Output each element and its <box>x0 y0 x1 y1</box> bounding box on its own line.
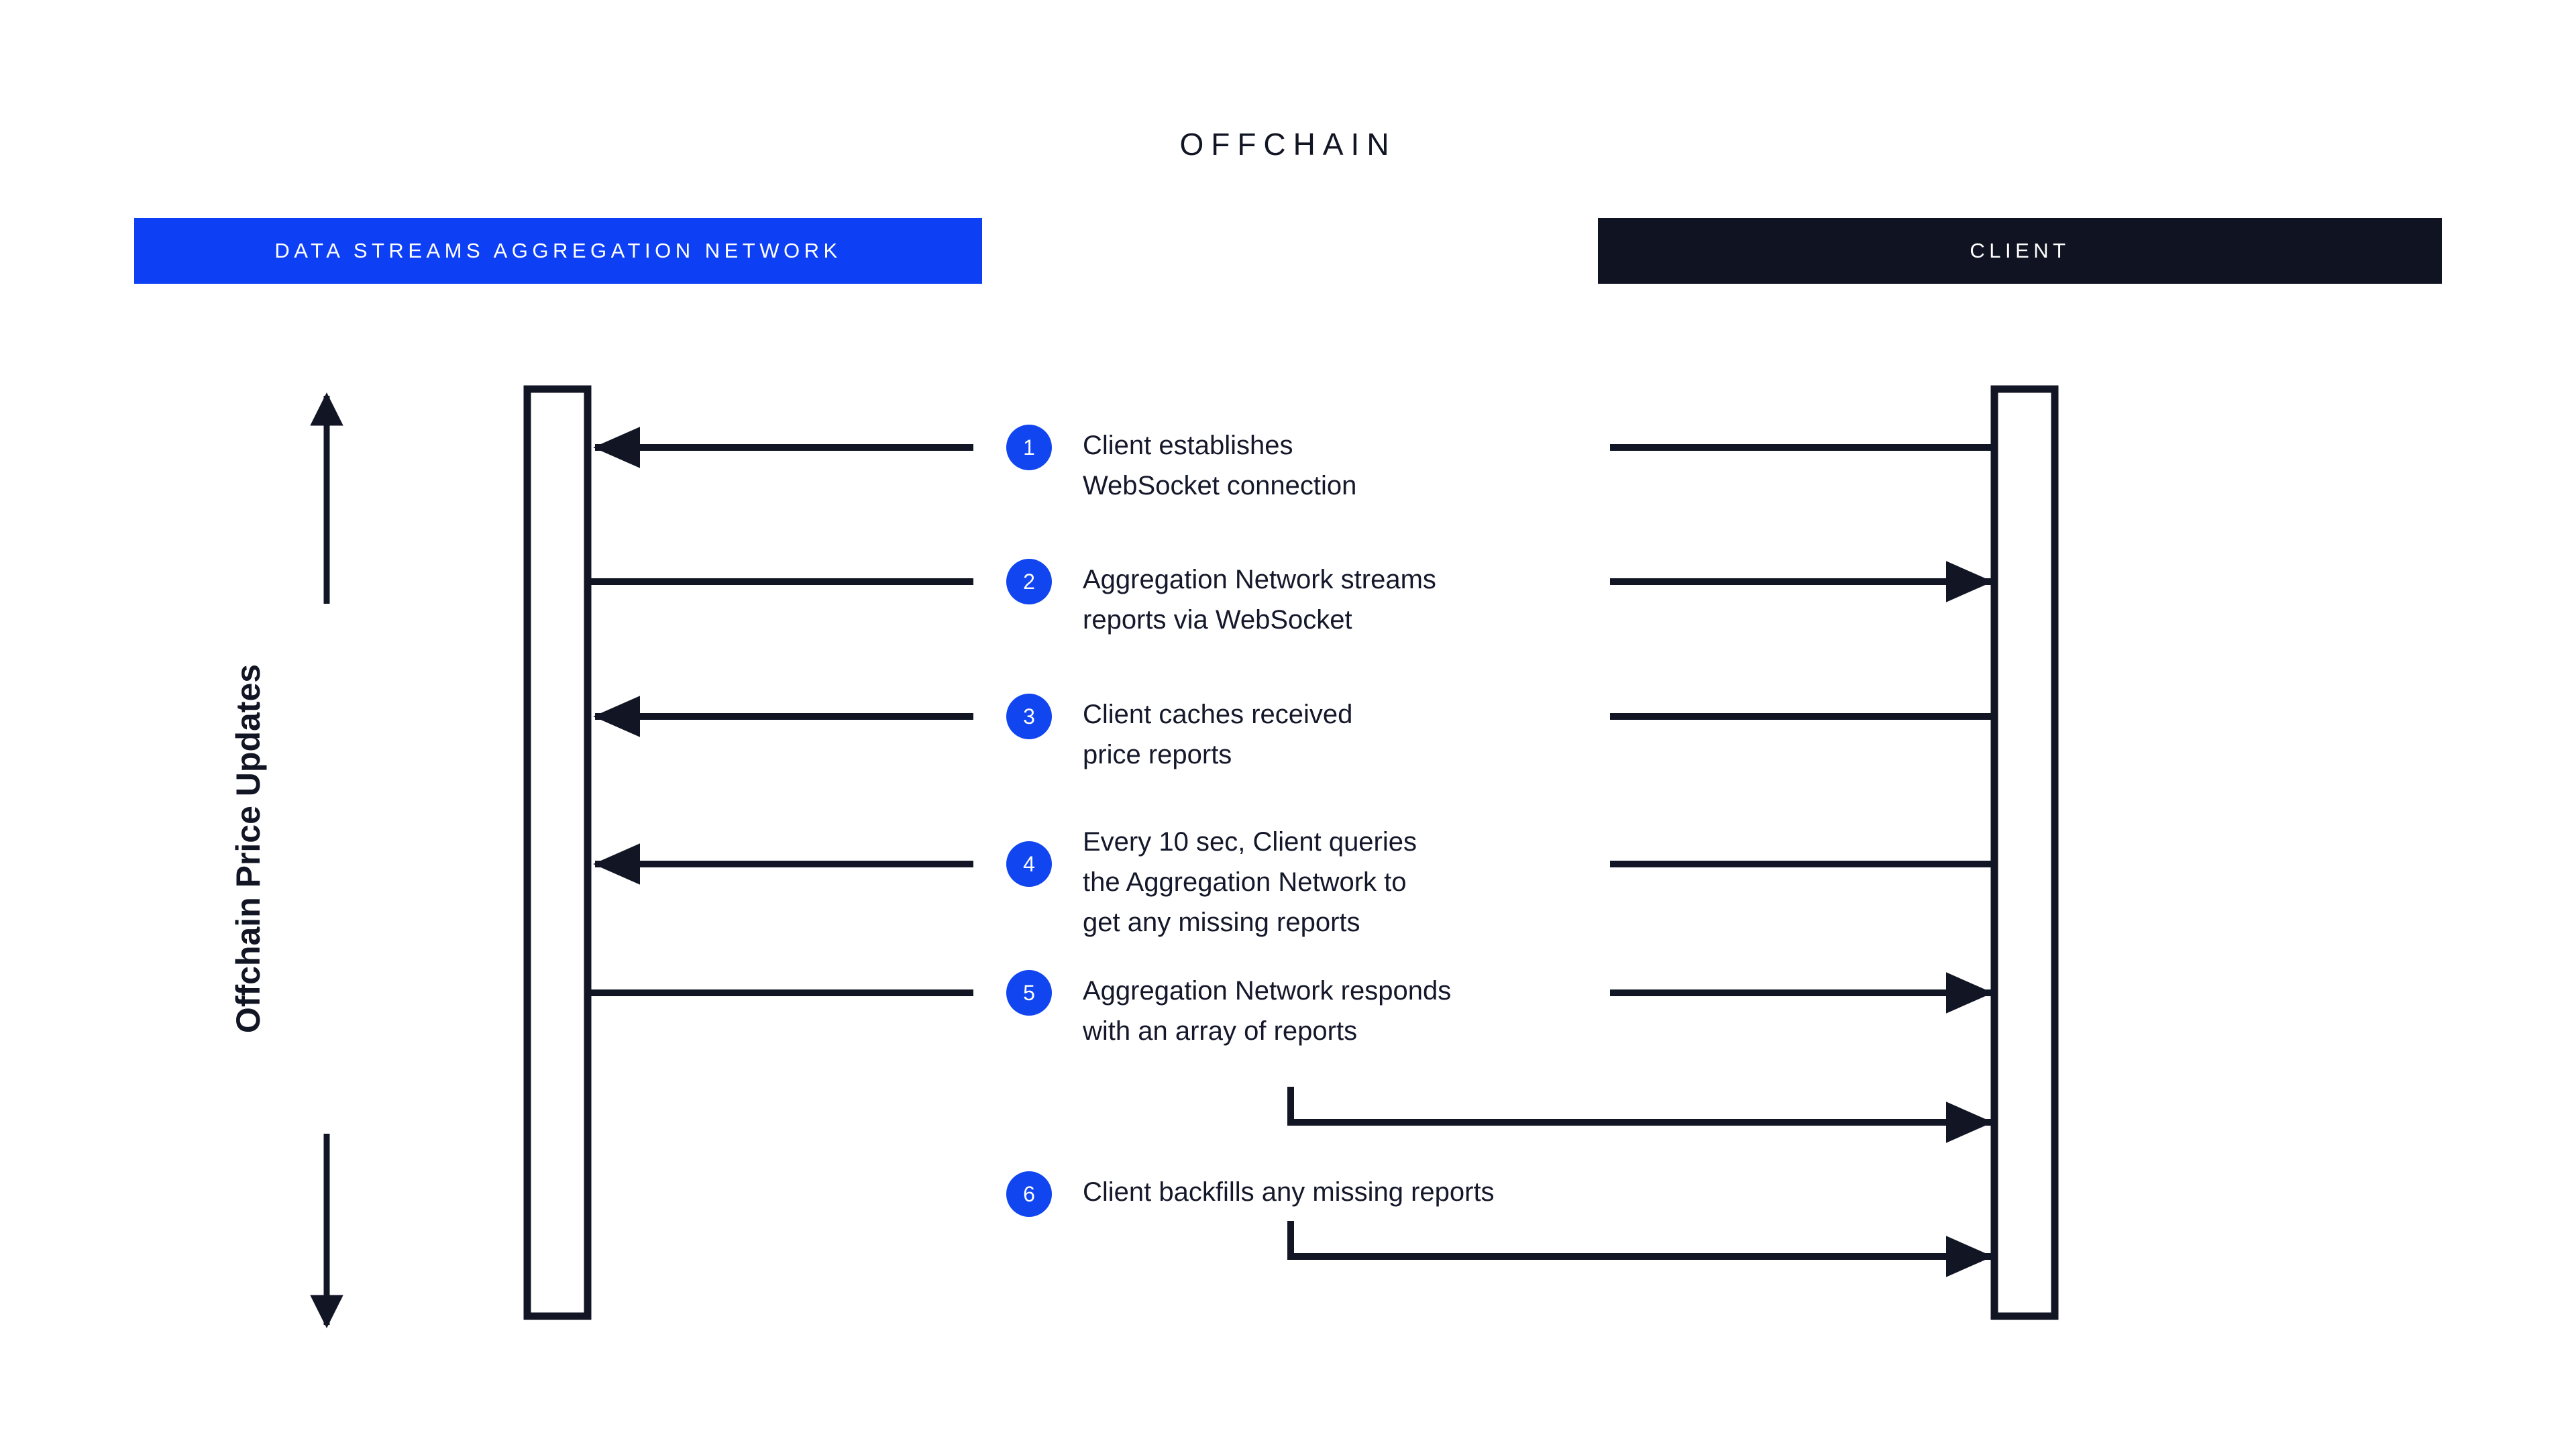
step-item-2: 2 Aggregation Network streams reports vi… <box>1006 559 1436 640</box>
step-item-6: 6 Client backfills any missing reports <box>1006 1171 1495 1217</box>
step-item-1: 1 Client establishes WebSocket connectio… <box>1006 425 1356 506</box>
step-text-5: Aggregation Network responds with an arr… <box>1083 976 1452 1046</box>
step-item-3: 3 Client caches received price reports <box>1006 694 1352 775</box>
lane-header-aggregation-network-label: DATA STREAMS AGGREGATION NETWORK <box>274 239 842 262</box>
step-text-6: Client backfills any missing reports <box>1083 1177 1495 1207</box>
page-title: OFFCHAIN <box>1179 127 1397 162</box>
arrow-step-6-lower-loop <box>1287 1221 1993 1277</box>
arrow-step-6-upper-loop <box>1287 1087 1993 1143</box>
lane-header-client-label: CLIENT <box>1970 239 2070 262</box>
step-badge-2: 2 <box>1006 559 1052 604</box>
step-item-4: 4 Every 10 sec, Client queries the Aggre… <box>1006 821 1417 943</box>
lifeline-aggregation-network <box>523 385 592 1320</box>
step-badge-3: 3 <box>1006 694 1052 739</box>
lane-header-client: CLIENT <box>1598 218 2442 284</box>
step-badge-1: 1 <box>1006 425 1052 470</box>
step-text-4: Every 10 sec, Client queries the Aggrega… <box>1083 827 1417 937</box>
lifeline-client <box>1990 385 2059 1320</box>
step-badge-6: 6 <box>1006 1171 1052 1217</box>
step-text-2: Aggregation Network streams reports via … <box>1083 565 1436 635</box>
step-badge-5: 5 <box>1006 970 1052 1016</box>
step-text-1: Client establishes WebSocket connection <box>1083 431 1357 500</box>
lane-header-aggregation-network: DATA STREAMS AGGREGATION NETWORK <box>134 218 982 284</box>
step-badge-4: 4 <box>1006 841 1052 887</box>
step-item-5: 5 Aggregation Network responds with an a… <box>1006 970 1451 1051</box>
step-text-3: Client caches received price reports <box>1083 700 1353 769</box>
